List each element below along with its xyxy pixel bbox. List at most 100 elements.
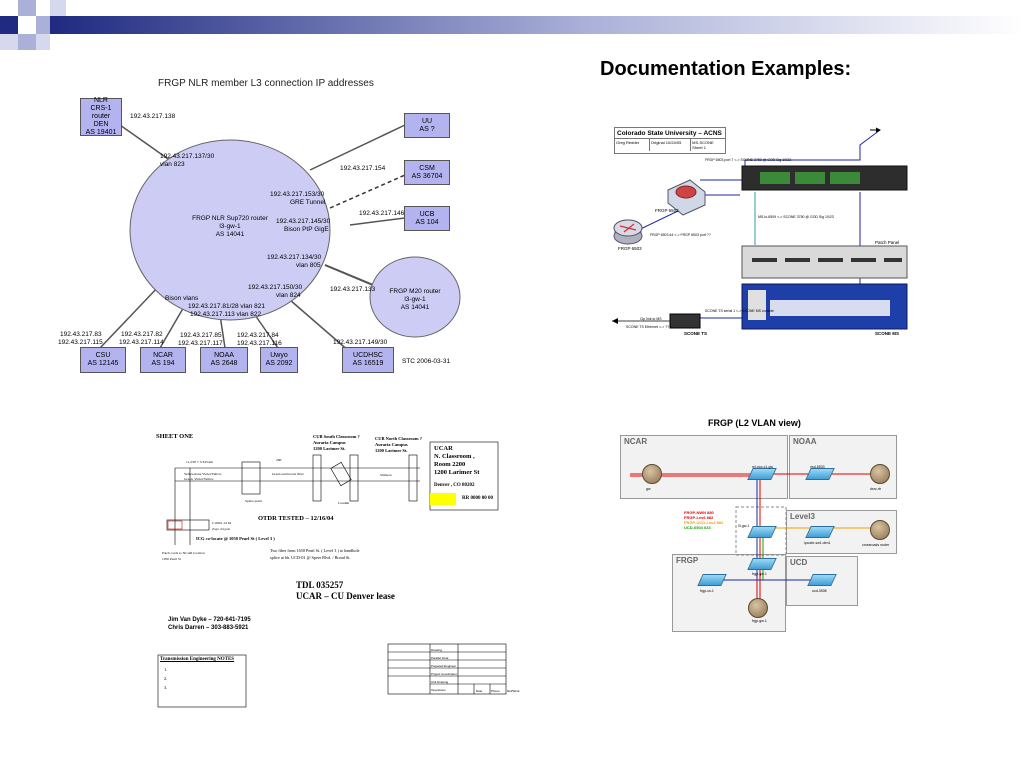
legend-item: FRGP-Lev6 882: [684, 515, 714, 520]
node-label: ml-noc-c1-gw: [752, 465, 774, 469]
icg-label: ICG co-locate @ 1050 Pearl St ( Level 3 …: [196, 536, 275, 541]
header-cell: MS-SCONE Sheet 1: [692, 140, 714, 150]
legend-item: FRGP-NWN 880: [684, 510, 714, 515]
fiber-note: splice at hh. UCD-01 @ Speer Blvd. / Bro…: [270, 555, 351, 560]
vlan-label: vlan 805: [296, 262, 321, 269]
header-cell: Greg Redder: [615, 139, 650, 151]
fiber-note: Green, Violet/Yellow: [184, 477, 214, 481]
fiber-note: Conduit: [338, 501, 350, 505]
fiber-note: Two fiber from 1650 Pearl St. ( Level 3 …: [270, 548, 360, 553]
ip-label: 192.43.217.149/30: [333, 339, 388, 346]
link-label: Cip link to MS: [640, 317, 662, 321]
link-ucb: [349, 217, 406, 226]
contact: Jim Van Dyke – 720-641-7195: [168, 617, 251, 623]
router-icon: [870, 520, 890, 540]
link-label: FRGP 6503 #4 <-> FRGP 6503 port ??: [650, 233, 711, 237]
tdl-label: TDL 035257: [296, 580, 344, 590]
site-label: NCAR: [624, 437, 648, 446]
ip-label: 192.43.217.146: [359, 210, 405, 217]
link-ncar: [159, 304, 186, 349]
fiber-note: Splice point: [245, 499, 262, 503]
link-uu: [309, 124, 406, 171]
fiber-note: 11,230' ± 3.343 km: [186, 460, 214, 464]
contact: Chris Darren – 303-883-5921: [168, 625, 249, 631]
fiber-note: C-0001 24 62: [212, 521, 232, 525]
site-label: FRGP: [676, 556, 699, 565]
link-label: SCONE TS Ethernet <-> ???: [626, 325, 672, 329]
denver-label: Denver , CO 80202: [434, 483, 475, 488]
vlan-diagram-title: FRGP (L2 VLAN view): [708, 418, 801, 428]
fiber-note: 260': [276, 458, 282, 462]
node-label: l3-gw-1: [738, 524, 750, 528]
fiber-note: Zayo 24 pair: [212, 527, 230, 531]
rr-label: RR 0000 00 00: [462, 496, 493, 501]
ip-label: 192.43.217.137/30: [160, 153, 215, 160]
link-ucdhsc: [289, 299, 351, 353]
link-label: FRGP 6503 port 7 <-> SCONE 3750 @ GOD Si…: [705, 158, 791, 162]
ip-label: 192.43.217.154: [340, 165, 386, 172]
ip-label: 192.43.217.117: [178, 340, 223, 347]
ip-label: 192.43.217.85: [180, 332, 222, 339]
router-icon: [870, 464, 890, 484]
vlan-label: 192.43.217.113 vlan 822: [190, 311, 262, 318]
fiber-note: Patch cords to NCAR location: [162, 551, 205, 555]
frgp-6503-label: FRGP 6503: [618, 246, 642, 251]
header-decoration: [0, 0, 1024, 50]
legend-item: FRGP-UCD-Lev3 882: [684, 520, 724, 525]
ip-label: 192.43.217.115: [58, 339, 103, 346]
note-item: 1.: [164, 667, 168, 672]
ip-label: 192.43.217.116: [237, 340, 282, 347]
ip-label: 192.43.217.150/30: [248, 284, 303, 291]
vlan-label: vlan 824: [276, 292, 301, 299]
patch-panel-label: Patch Panel: [875, 240, 900, 245]
ip-label: 192.43.217.138: [130, 113, 176, 120]
node-label: gw: [646, 487, 651, 491]
site-label: UCD: [790, 558, 808, 567]
link-label: SCONE TS serial 1 <-> SCONE MS console: [705, 309, 774, 313]
scone-ms-label: SCONE MS: [875, 331, 900, 336]
node-label: nsd-6503: [810, 465, 825, 469]
node-label: crossroads router: [862, 543, 890, 547]
scone-ts-label: SCONE TS: [684, 331, 708, 336]
vlan-legend: FRGP-NWN 880 FRGP-Lev6 882 FRGP-UCD-Lev3…: [684, 510, 723, 530]
slide-title: Documentation Examples:: [600, 58, 852, 80]
ip-label: 192.43.217.114: [119, 339, 164, 346]
otdr-label: OTDR TESTED – 12/16/04: [258, 515, 334, 522]
frgp-6503-label: FRGP 6503: [655, 208, 679, 213]
site-label: NOAA: [793, 437, 817, 446]
gre-label: GRE Tunnel: [290, 199, 326, 206]
router-icon: [748, 598, 768, 618]
l3-diagram-title: FRGP NLR member L3 connection IP address…: [158, 78, 374, 89]
node-label: frgp-gw-1: [752, 619, 767, 623]
node-label: dsrc-rtr: [870, 487, 882, 491]
legend-item: UCD-6504 633: [684, 525, 711, 530]
link-csu: [99, 284, 161, 349]
lease-label: UCAR – CU Denver lease: [296, 591, 395, 601]
title-block-cell: Date: [476, 689, 483, 693]
link-noaa: [219, 314, 226, 349]
notes-title: Transmission Engineering NOTES: [160, 657, 235, 662]
ip-label: 192.43.217.134/30: [267, 254, 322, 261]
sheet-label: SHEET ONE: [156, 433, 194, 440]
fiber-note: Green and brown fiber: [272, 472, 304, 476]
ip-label: 192.43.217.83: [60, 331, 102, 338]
stc-label: STC 2006-03-31: [402, 358, 451, 365]
fiber-note: Stimson: [380, 473, 392, 477]
title-block-cell: Phone: [491, 689, 500, 693]
note-item: 3.: [164, 685, 168, 690]
fiber-note: 1050 Pearl St: [162, 557, 181, 561]
